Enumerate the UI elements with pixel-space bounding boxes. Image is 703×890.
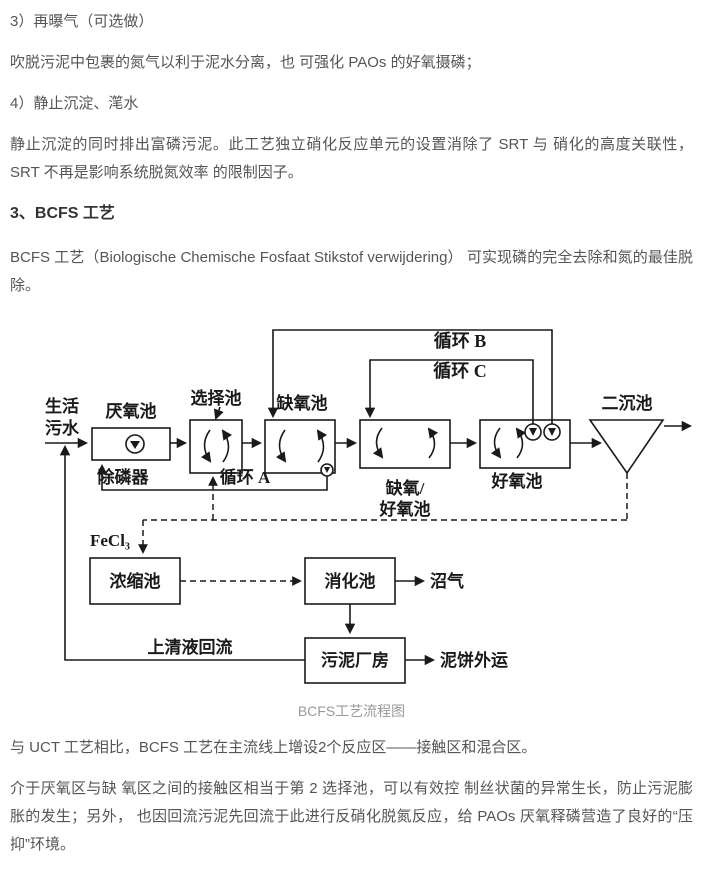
secondary-clarifier-triangle [588, 419, 665, 475]
diagram-caption: BCFS工艺流程图 [297, 703, 406, 719]
anoxic-tank-box [264, 419, 336, 474]
loop-a-line [96, 463, 328, 491]
sludge-train-arrows [59, 444, 436, 666]
thickener-label: 浓缩池 [110, 571, 161, 591]
paragraph-contact-zone: 介于厌氧区与缺 氧区之间的接触区相当于第 2 选择池，可以有效控 制丝状菌的异常… [10, 780, 693, 853]
sludge-dashed-lines [138, 473, 628, 586]
secondary-clarifier-label: 二沉池 [602, 393, 653, 413]
influent-label-line2: 污水 [45, 418, 80, 438]
fecl3-label: FeCl₃ [90, 531, 130, 550]
paragraph-bcfs-intro: BCFS 工艺（Biologische Chemische Fosfaat St… [10, 249, 693, 294]
loop-c-label: 循环 C [433, 360, 487, 381]
loop-b-line [267, 329, 553, 424]
selector-tank-label: 选择池 [191, 388, 242, 408]
cake-out-label: 泥饼外运 [440, 650, 508, 670]
main-flow-arrows [45, 420, 693, 449]
paragraph-reaeration-title: 3）再曝气（可选做） [10, 13, 154, 30]
thickener-box [89, 557, 181, 605]
paragraph-uct-comparison: 与 UCT 工艺相比，BCFS 工艺在主流线上增设2个反应区——接触区和混合区。 [10, 739, 537, 756]
article-content: 3）再曝气（可选做） 吹脱污泥中包裹的氮气以利于泥水分离，也 可强化 PAOs … [10, 13, 693, 853]
biogas-label: 沼气 [430, 571, 464, 591]
anoxic-aerobic-label-line1: 缺氧/ [386, 478, 425, 498]
digester-label: 消化池 [325, 571, 376, 591]
aerator-icons [524, 423, 561, 441]
tank-mixing-arrows [201, 406, 527, 463]
stirrer-icon [125, 434, 145, 454]
bcfs-flow-diagram-svg: 生活 污水 厌氧池 选择池 缺氧池 循环 B 循环 C 二沉池 除磷器 循环 A… [45, 329, 693, 684]
anaerobic-tank-label: 厌氧池 [106, 401, 157, 421]
recycle-pump-icon [320, 463, 334, 477]
influent-label-line1: 生活 [45, 396, 79, 416]
loop-b-label: 循环 B [434, 330, 487, 351]
loop-c-line [364, 359, 534, 424]
p-remover-label: 除磷器 [98, 467, 150, 487]
anoxic-tank-label: 缺氧池 [277, 393, 328, 413]
bcfs-process-diagram: 生活 污水 厌氧池 选择池 缺氧池 循环 B 循环 C 二沉池 除磷器 循环 A… [30, 313, 693, 698]
paragraph-settling-title: 4）静止沉淀、滗水 [10, 95, 139, 112]
paragraph-settling-body: 静止沉淀的同时排出富磷污泥。此工艺独立硝化反应单元的设置消除了 SRT 与 硝化… [10, 136, 693, 181]
anoxic-aerobic-tank-box [359, 419, 451, 469]
sludge-house-label: 污泥厂房 [321, 650, 389, 670]
section-heading-bcfs: 3、BCFS 工艺 [10, 205, 115, 222]
anaerobic-tank-box [91, 427, 171, 461]
paragraph-reaeration-body: 吹脱污泥中包裹的氮气以利于泥水分离，也 可强化 PAOs 的好氧摄磷； [10, 54, 481, 71]
aerobic-tank-box [479, 419, 571, 469]
selector-tank-box [189, 419, 243, 474]
anoxic-aerobic-label-line2: 好氧池 [379, 499, 431, 519]
loop-a-label: 循环 A [220, 467, 271, 487]
aerobic-tank-label: 好氧池 [491, 471, 543, 491]
supernatant-return-label: 上清液回流 [148, 637, 233, 657]
